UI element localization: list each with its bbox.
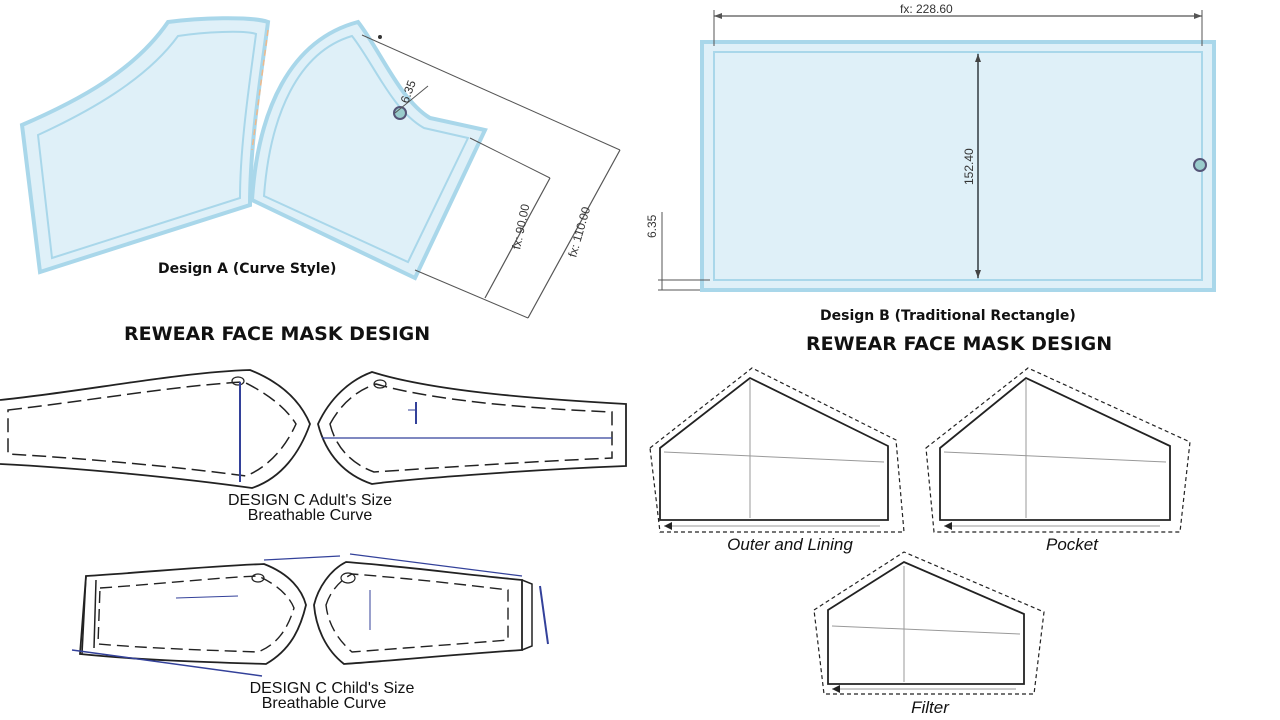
child-left-marker [251, 573, 265, 583]
child-flap-left [81, 575, 97, 655]
design-a-point [378, 35, 382, 39]
pattern-pocket: Pocket [925, 367, 1191, 554]
design-a-dim-6-35: 6.35 [398, 78, 419, 105]
child-right-marker [340, 572, 356, 584]
design-b: fx: 228.60 152.40 6.35 Design B (Traditi… [645, 2, 1216, 324]
arrow [975, 270, 981, 278]
pattern-outer-lining: Outer and Lining [649, 367, 905, 554]
adult-left-panel-seam [7, 381, 297, 477]
dim-line [943, 451, 1167, 463]
dim-line [394, 85, 429, 114]
design-b-dim-height: 152.40 [962, 148, 976, 185]
dim-line [539, 585, 549, 645]
filter-caption: Filter [911, 698, 950, 717]
arrow [1194, 13, 1202, 19]
design-a: 6.35 fx: 90.00 fx: 110.00 Design A (Curv… [19, 16, 621, 319]
pocket-caption: Pocket [1046, 535, 1099, 554]
child-right-panel [313, 561, 523, 665]
design-b-outer [700, 40, 1216, 292]
arrow [975, 54, 981, 62]
design-c-adult: DESIGN C Adult's Size Breathable Curve [0, 369, 627, 524]
design-b-caption: Design B (Traditional Rectangle) [820, 308, 1076, 324]
dim-line [469, 137, 551, 179]
arrow [832, 685, 840, 693]
design-a-dim-110: fx: 110.00 [565, 205, 593, 259]
dim-line [831, 625, 1021, 635]
dim-line [361, 34, 621, 151]
adult-right-panel-seam [329, 383, 613, 473]
pocket-pattern-sew-line [939, 376, 1171, 521]
design-a-caption: Design A (Curve Style) [158, 261, 336, 277]
adult-caption-line2: Breathable Curve [248, 507, 373, 524]
dim-line [71, 649, 263, 677]
design-c-child: DESIGN C Child's Size Breathable Curve [71, 553, 549, 712]
arrow [664, 522, 672, 530]
design-a-right-panel-outer [249, 19, 488, 281]
child-flap-right [521, 579, 533, 651]
design-a-dim-90: fx: 90.00 [509, 202, 532, 250]
child-caption-line1: DESIGN C Child's Size [250, 680, 415, 697]
design-a-marker [393, 106, 407, 120]
design-b-dim-width: fx: 228.60 [900, 2, 953, 16]
outer-pattern-cut-line [649, 367, 905, 533]
design-a-left-panel-inner [36, 30, 258, 260]
dim-line [349, 553, 523, 577]
dim-line [414, 269, 529, 319]
dim-line [263, 555, 341, 561]
child-right-panel-seam [325, 573, 509, 653]
child-caption-line2: Breathable Curve [262, 695, 387, 712]
adult-left-panel [0, 369, 311, 489]
adult-right-panel [317, 371, 627, 485]
design-b-marker [1193, 158, 1207, 172]
adult-right-marker [373, 379, 387, 389]
arrow [714, 13, 722, 19]
filter-pattern-sew-line [827, 560, 1025, 685]
design-a-left-panel-outer [19, 16, 271, 275]
outer-pattern-sew-line [659, 376, 889, 521]
heading-right: REWEAR FACE MASK DESIGN [806, 333, 1112, 355]
dim-line [175, 595, 239, 599]
pattern-filter: Filter [813, 551, 1045, 717]
dim-line [527, 149, 621, 319]
child-left-panel-seam [97, 575, 295, 653]
heading-left: REWEAR FACE MASK DESIGN [124, 323, 430, 345]
adult-left-marker [231, 376, 245, 386]
adult-caption-line1: DESIGN C Adult's Size [228, 492, 392, 509]
outer-caption: Outer and Lining [727, 535, 853, 554]
pocket-pattern-cut-line [925, 367, 1191, 533]
design-a-seam-line [251, 29, 269, 151]
dim-line [484, 177, 551, 299]
design-a-right-panel-inner [262, 34, 470, 264]
arrow [944, 522, 952, 530]
design-b-dim-seam: 6.35 [645, 214, 659, 238]
child-left-panel [79, 563, 307, 665]
dim-line [663, 451, 885, 463]
